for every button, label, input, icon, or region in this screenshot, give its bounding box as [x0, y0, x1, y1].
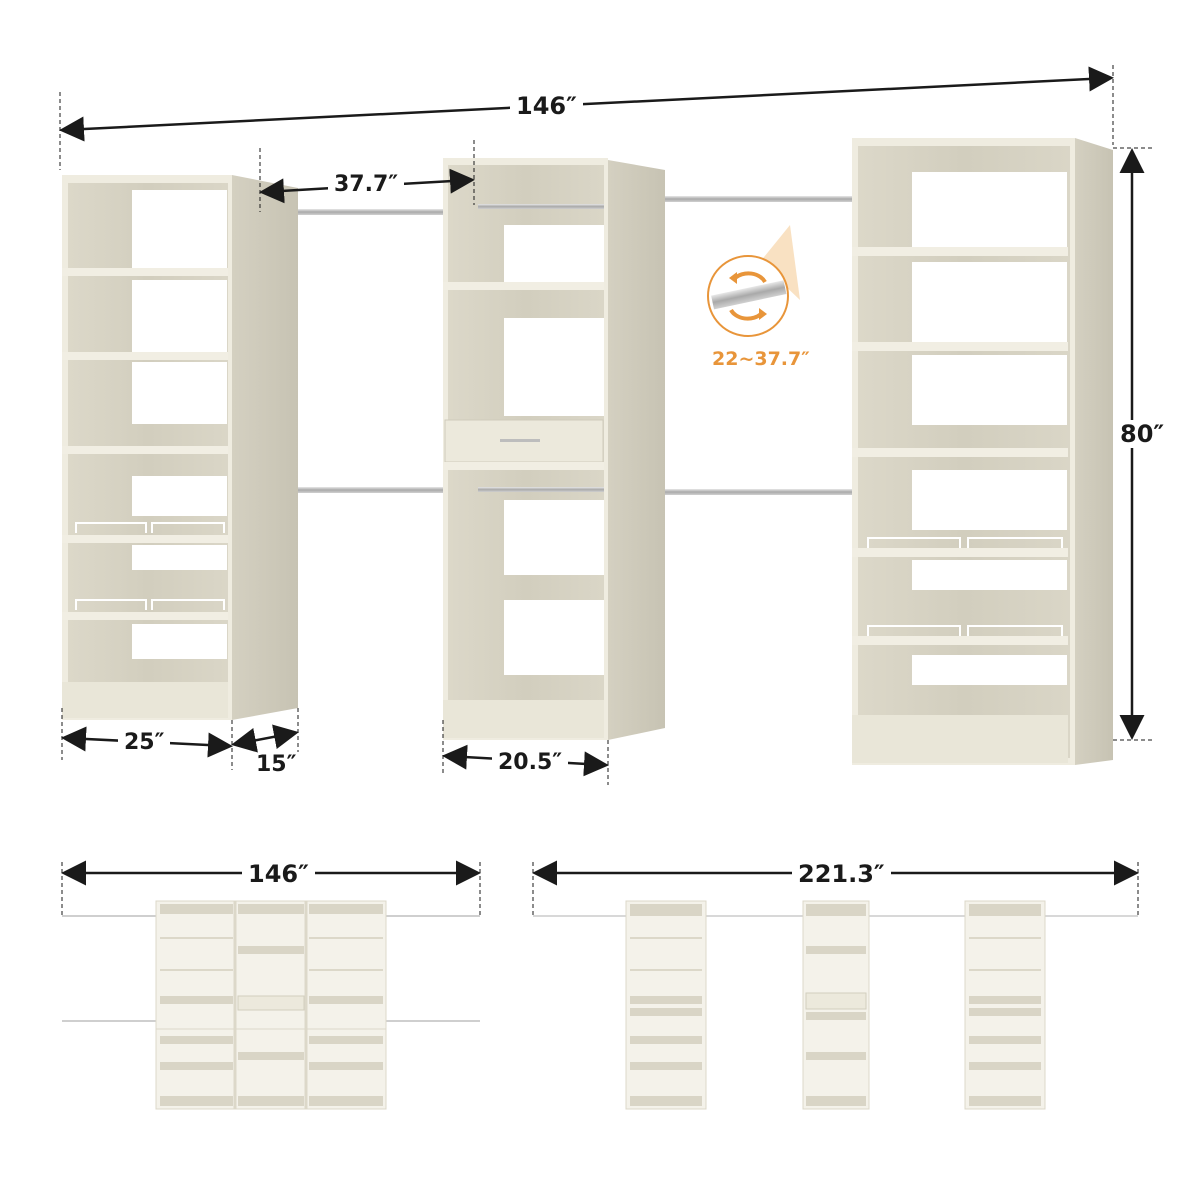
compact-config [61, 860, 481, 1110]
rod-span-label: 37.7″ [328, 174, 405, 196]
extended-config [532, 860, 1139, 1110]
adjustable-rod-range-label: 22~37.7″ [712, 348, 810, 370]
overall-width-label: 146″ [510, 94, 583, 118]
left-tower [62, 175, 298, 720]
depth-label: 15″ [256, 752, 297, 777]
center-tower-width-label: 20.5″ [492, 752, 569, 774]
rotate-arrows-icon [729, 271, 767, 321]
overall-width-dimension [59, 65, 1114, 170]
height-label: 80″ [1116, 420, 1169, 448]
compact-width-label: 146″ [242, 862, 315, 886]
right-tower [852, 138, 1113, 765]
center-tower [443, 158, 665, 740]
extended-width-label: 221.3″ [792, 862, 891, 886]
adjustable-rod-callout [707, 225, 800, 337]
hanging-rods [258, 196, 852, 495]
left-tower-width-label: 25″ [118, 732, 171, 754]
